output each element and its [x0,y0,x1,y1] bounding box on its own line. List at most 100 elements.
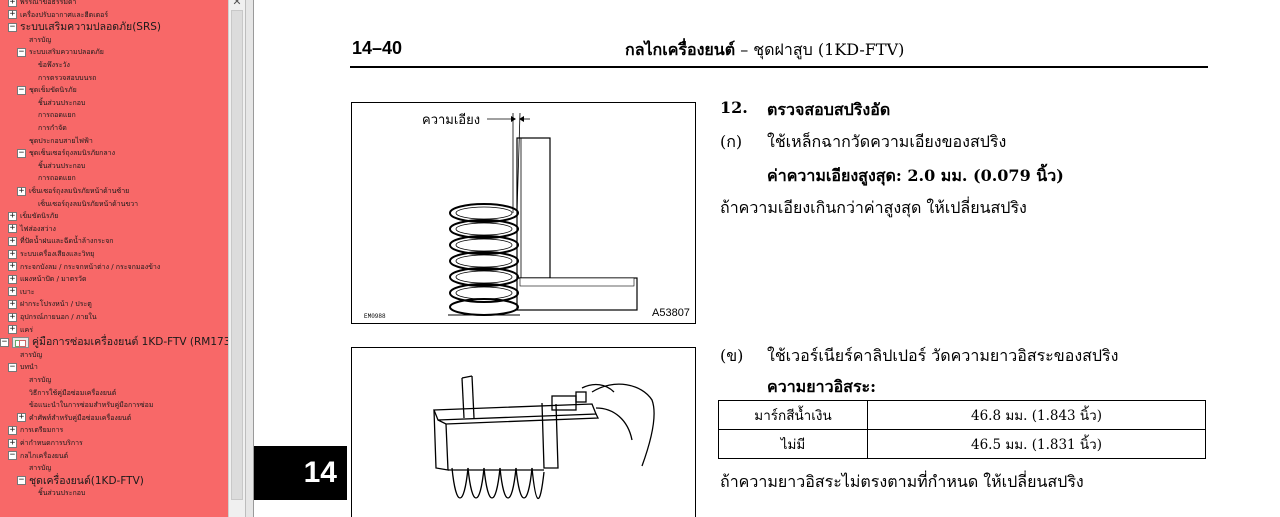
figure-code: A53807 [652,307,690,319]
tree-item-label: ระบบเสริมความปลอดภัย [29,48,104,57]
expand-icon[interactable]: + [17,412,26,423]
tree-item[interactable]: +เบาะ [8,286,35,298]
tree-item-label: ชุดเข็มขัดนิรภัย [29,86,77,95]
tree-item[interactable]: ข้อพึงระวัง [26,59,70,71]
tree-item[interactable]: สารบัญ [8,349,42,361]
close-icon[interactable]: ✕ [232,0,242,8]
tree-item[interactable]: ชิ้นส่วนประกอบ [26,97,85,109]
tree-item[interactable]: +เข็มขัดนิรภัย [8,210,58,222]
substep-b-text: ใช้เวอร์เนียร์คาลิปเปอร์ วัดความยาวอิสระ… [767,346,1119,365]
expand-icon[interactable]: + [8,235,17,246]
tree-scrollbar[interactable] [228,0,245,517]
tree-item-label: การเตรียมการ [20,426,64,435]
vernier-caliper-illustration [433,375,655,499]
tree-item-label: ข้อแนะนำในการซ่อมสำหรับคู่มือการซ่อม [29,401,154,410]
collapse-icon[interactable]: − [0,336,9,347]
tree-item[interactable]: −ชุดเครื่องยนต์(1KD-FTV) [17,475,144,487]
substep-a-note: ถ้าความเอียงเกินกว่าค่าสูงสุด ให้เปลี่ยน… [720,198,1027,217]
tree-item[interactable]: +คำศัพท์สำหรับคู่มือซ่อมเครื่องยนต์ [17,412,131,424]
tree-item[interactable]: การถอดแยก [26,109,76,121]
tree-item[interactable]: ชุดประกอบสายไฟฟ้า [17,135,93,147]
collapse-icon[interactable]: − [17,475,26,486]
tree-item[interactable]: การกำจัด [26,122,67,134]
collapse-icon[interactable]: − [8,361,17,372]
tree-item-label: สารบัญ [29,464,52,473]
tree-item-label: การถอดแยก [38,111,76,120]
tree-item[interactable]: +การเตรียมการ [8,424,63,436]
tree-item[interactable]: +แคร่ [8,324,33,336]
tree-item-label: เบาะ [20,287,35,296]
tree-item-label: ชิ้นส่วนประกอบ [38,98,86,107]
collapse-icon[interactable]: − [17,84,26,95]
tree-item-label: ค่ากำหนดการบริการ [20,439,83,447]
collapse-icon[interactable]: − [8,450,17,461]
table-cell: 46.8 มม. (1.843 นิ้ว) [867,400,1206,430]
tree-item-label: ชุดเซ็นเซอร์ถุงลมนิรภัยกลาง [29,149,116,158]
tree-item[interactable]: ข้อแนะนำในการซ่อมสำหรับคู่มือการซ่อม [17,399,153,411]
tree-item-label: บทนำ [20,363,38,372]
tree-item[interactable]: −คู่มือการซ่อมเครื่องยนต์ 1KD-FTV (RM173… [0,336,228,348]
tree-item-label: ชุดเครื่องยนต์(1KD-FTV) [29,474,144,487]
tree-item[interactable]: +ฝากระโปรงหน้า / ประตู [8,298,92,310]
tree-item[interactable]: ชิ้นส่วนประกอบ [26,487,85,499]
tree-item[interactable]: สารบัญ [17,34,51,46]
tree-item-label: กระจกบังลม / กระจกหน้าต่าง / กระจกมองข้า… [20,262,161,271]
tree-item-label: ชุดประกอบสายไฟฟ้า [29,136,93,145]
expand-icon[interactable]: + [8,424,17,435]
expand-icon[interactable]: + [8,0,17,7]
expand-icon[interactable]: + [8,273,17,284]
tree-item-label: ฝากระโปรงหน้า / ประตู [20,300,92,309]
tree-item[interactable]: +ไฟส่องสว่าง [8,223,56,235]
tree-item[interactable]: +อุปกรณ์ภายนอก / ภายใน [8,311,97,323]
tree-item[interactable]: −บทนำ [8,361,38,373]
tree-item-label: ชิ้นส่วนประกอบ [38,489,86,498]
tree-item[interactable]: สารบัญ [17,374,51,386]
tree-item[interactable]: +ที่ปัดน้ำฝนและฉีดน้ำล้างกระจก [8,235,114,247]
expand-icon[interactable]: + [8,311,17,322]
tree-item[interactable]: +กระจกบังลม / กระจกหน้าต่าง / กระจกมองข้… [8,261,160,273]
tree-item[interactable]: ชิ้นส่วนประกอบ [26,160,85,172]
substep-b-marker: (ข) [720,346,744,365]
figure-small-code: EM0988 [364,313,386,320]
expand-icon[interactable]: + [8,248,17,259]
tree-item-label: เซ็นเซอร์ถุงลมนิรภัยหน้าด้านขวา [38,199,139,208]
expand-icon[interactable]: + [8,210,17,221]
tree-item[interactable]: −ชุดเข็มขัดนิรภัย [17,84,77,96]
collapse-icon[interactable]: − [17,147,26,158]
tree-item[interactable]: วิธีการใช้คู่มือซ่อมเครื่องยนต์ [17,387,116,399]
collapse-icon[interactable]: − [8,21,17,32]
tree-scroll-thumb[interactable] [231,10,243,500]
tree-item-label: เข็มขัดนิรภัย [20,212,59,221]
expand-icon[interactable]: + [8,298,17,309]
tree-item[interactable]: −ชุดเซ็นเซอร์ถุงลมนิรภัยกลาง [17,147,115,159]
expand-icon[interactable]: + [8,324,17,335]
tree-item[interactable]: +แผงหน้าปัด / มาตรวัด [8,273,87,285]
expand-icon[interactable]: + [8,223,17,234]
tree-item[interactable]: +เซ็นเซอร์ถุงลมนิรภัยหน้าด้านซ้าย [17,185,129,197]
tree-item[interactable]: −กลไกเครื่องยนต์ [8,450,68,462]
tree-item[interactable]: สารบัญ [17,462,51,474]
topic-tree[interactable]: +พรรณาข้อธรรมดา+เครื่องปรับอากาศและฮีตเต… [0,0,228,517]
section-title: กลไกเครื่องยนต์ – ชุดฝาสูบ (1KD-FTV) [625,38,904,63]
tree-item-label: สารบัญ [29,376,52,384]
pane-splitter[interactable] [245,0,254,517]
substep-a-text: ใช้เหล็กฉากวัดความเอียงของสปริง [767,132,1007,151]
max-tilt-spec: ค่าความเอียงสูงสุด: 2.0 มม. (0.079 นิ้ว) [767,166,1064,185]
tree-item[interactable]: +เครื่องปรับอากาศและฮีตเตอร์ [8,9,108,21]
tree-item[interactable]: +ระบบเครื่องเสียงและวิทยุ [8,248,94,260]
tree-item[interactable]: เซ็นเซอร์ถุงลมนิรภัยหน้าด้านขวา [26,198,138,210]
tree-item[interactable]: +ค่ากำหนดการบริการ [8,437,83,449]
expand-icon[interactable]: + [17,185,26,196]
collapse-icon[interactable]: − [17,46,26,57]
expand-icon[interactable]: + [8,9,17,20]
tree-item[interactable]: −ระบบเสริมความปลอดภัย [17,46,104,58]
expand-icon[interactable]: + [8,286,17,297]
expand-icon[interactable]: + [8,261,17,272]
step-title: ตรวจสอบสปริงอัด [767,100,891,119]
tree-item[interactable]: การถอดแยก [26,172,76,184]
tree-item[interactable]: −ระบบเสริมความปลอดภัย(SRS) [8,21,161,33]
tree-item[interactable]: +พรรณาข้อธรรมดา [8,0,76,8]
expand-icon[interactable]: + [8,437,17,448]
page-number: 14–40 [352,38,403,58]
tree-item[interactable]: การตรวจสอบบนรถ [26,72,96,84]
